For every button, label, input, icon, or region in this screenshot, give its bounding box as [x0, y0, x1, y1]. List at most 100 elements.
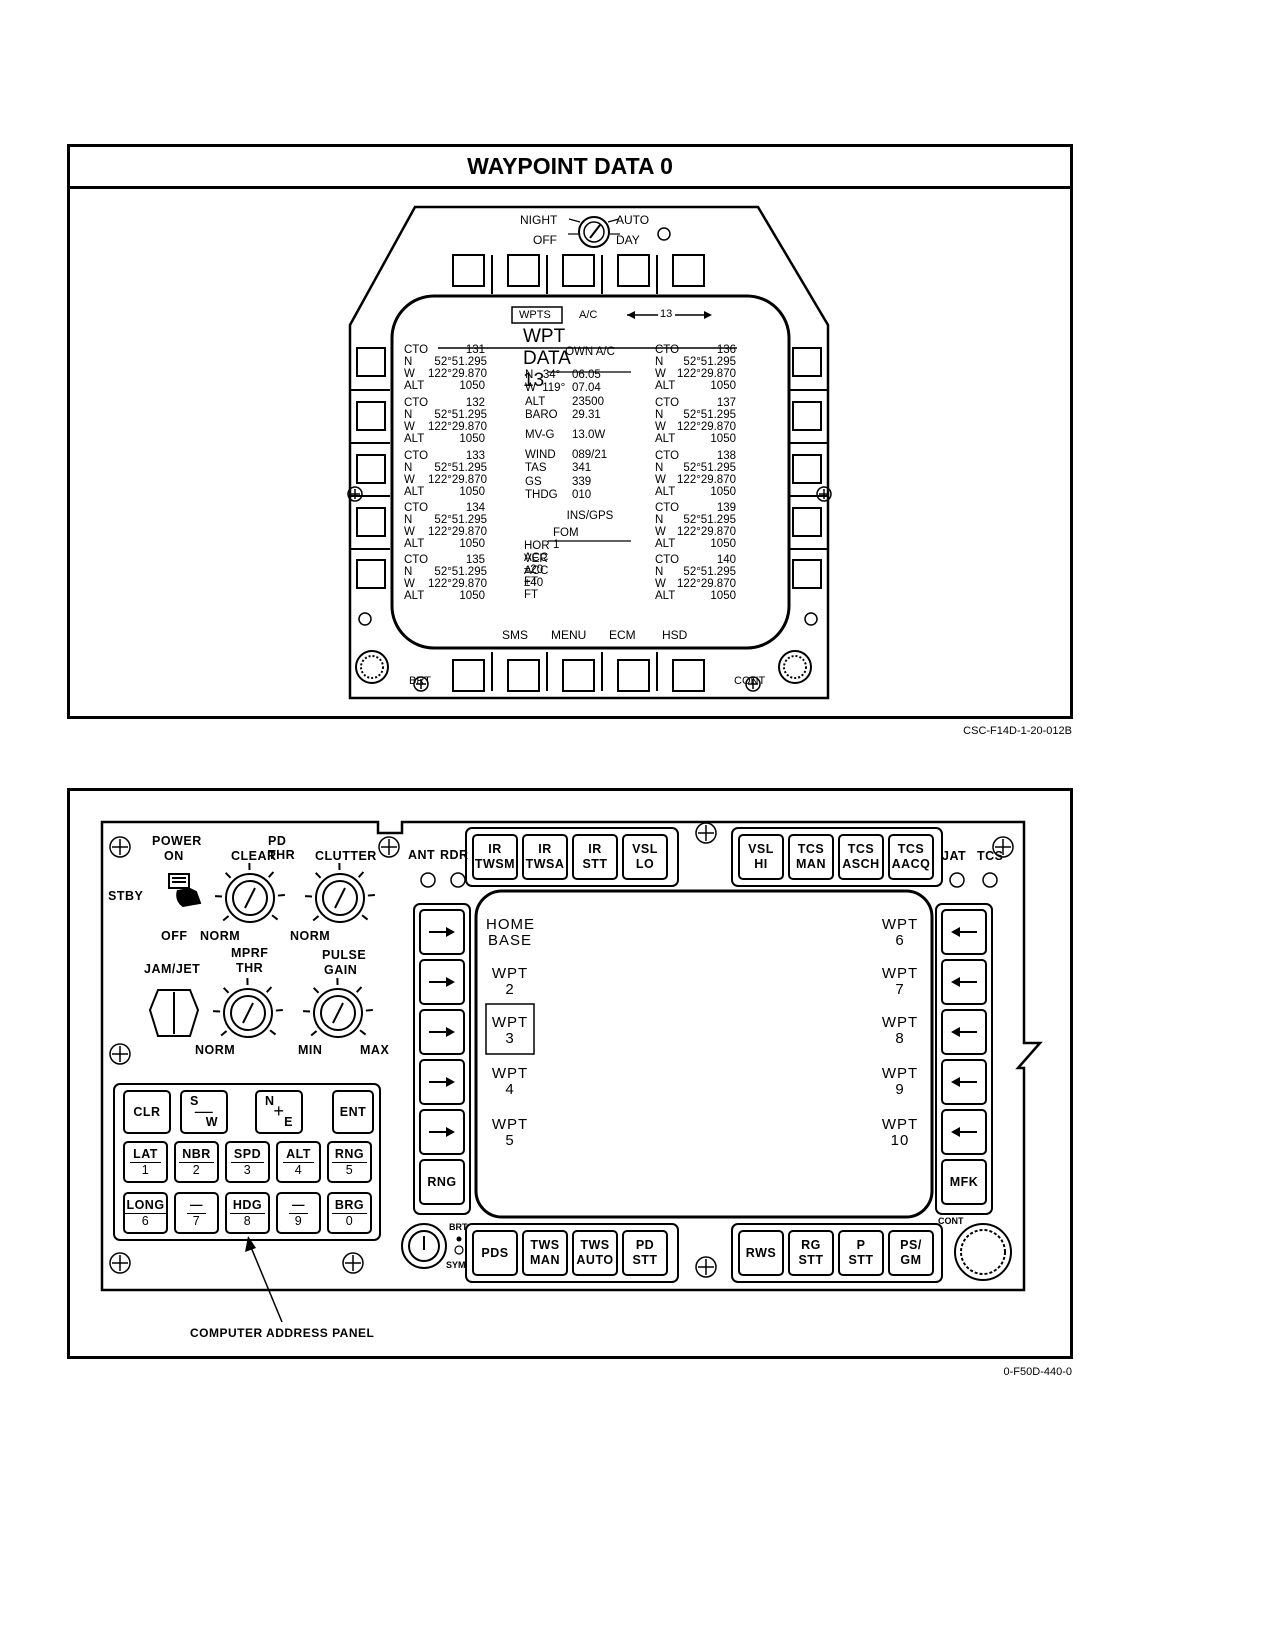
bottom-button-rws[interactable]: RWS — [738, 1230, 784, 1276]
keypad-key-label: NBR — [179, 1147, 214, 1163]
keypad-ent[interactable]: ENT — [332, 1090, 374, 1134]
right-waypoint-longitude: 122°29.870 — [677, 526, 736, 538]
keypad-clr-text: CLR — [133, 1104, 161, 1119]
left-waypoint-n-label: N — [404, 462, 413, 474]
keypad-ne[interactable]: N+E — [255, 1090, 303, 1134]
right-arrow-button-1[interactable] — [941, 909, 987, 955]
bottom-button-ps-gm[interactable]: PS/GM — [888, 1230, 934, 1276]
left-waypoint-altitude: 1050 — [459, 590, 485, 602]
mode-knob-icon — [578, 216, 610, 248]
screen-title: WPT DATA 13 — [523, 326, 570, 391]
right-arrow-button-4[interactable] — [941, 1059, 987, 1105]
keypad-key-label: BRG — [331, 1198, 368, 1214]
own-ac-value: 06.05 — [572, 369, 601, 381]
rng-button[interactable]: RNG — [419, 1159, 465, 1205]
radar-control-panel — [100, 820, 1043, 1323]
right-arrow-button-3[interactable] — [941, 1009, 987, 1055]
callout-label: COMPUTER ADDRESS PANEL — [190, 1326, 375, 1340]
bottom-label-hsd[interactable]: HSD — [662, 628, 688, 642]
keypad-sw[interactable]: S—W — [180, 1090, 228, 1134]
bottom-button-pds[interactable]: PDS — [472, 1230, 518, 1276]
left-arrow-button-5[interactable] — [419, 1109, 465, 1155]
bottom-pushbuttons — [452, 652, 705, 692]
pulse-label: PULSE — [322, 948, 367, 962]
screw-icons — [347, 486, 832, 692]
bottom-label-ecm[interactable]: ECM — [609, 628, 636, 642]
mfk-button[interactable]: MFK — [941, 1159, 987, 1205]
keypad-key-7[interactable]: —7 — [174, 1192, 219, 1234]
keypad-key-9[interactable]: —9 — [276, 1192, 321, 1234]
wpts-label[interactable]: WPTS — [519, 309, 551, 321]
right-arrow-icon — [429, 1127, 455, 1137]
top-button-vsl-lo-text: LO — [635, 857, 655, 871]
left-waypoint-longitude: 122°29.870 — [428, 368, 487, 380]
screen-legend-text: 9 — [895, 1080, 905, 1098]
keypad-clr[interactable]: CLR — [123, 1090, 171, 1134]
right-arrow-button-5[interactable] — [941, 1109, 987, 1155]
keypad-key-label: ALT — [283, 1147, 314, 1163]
left-arrow-button-4[interactable] — [419, 1059, 465, 1105]
bottom-label-sms[interactable]: SMS — [502, 628, 529, 642]
screen-legend-text: WPT — [491, 1065, 529, 1082]
left-waypoint-waypoint-id: 133 — [465, 450, 485, 462]
left-waypoint-cto-label: CTO — [404, 397, 429, 409]
bottom-label-menu[interactable]: MENU — [551, 628, 587, 642]
ant-label: ANT — [408, 848, 436, 862]
left-arrow-button-2[interactable] — [419, 959, 465, 1005]
keypad-key-digit: 5 — [345, 1162, 354, 1177]
brt-label: BRT — [449, 1222, 468, 1232]
right-waypoint-waypoint-id: 138 — [716, 450, 736, 462]
jam-jet-knob-icon — [148, 989, 200, 1037]
screen-legend-text: 6 — [895, 931, 905, 949]
keypad-key-digit: 3 — [243, 1162, 252, 1177]
jamjet-label: JAM/JET — [144, 962, 201, 976]
stby-label: STBY — [108, 889, 144, 903]
figure2-frame — [67, 788, 1073, 1359]
figure1-frame — [67, 144, 1073, 719]
norm-label: NORM — [290, 929, 331, 943]
keypad-upper-text: N — [265, 1094, 275, 1108]
left-waypoint-n-label: N — [404, 514, 413, 526]
bottom-button-rg-stt-text: RG — [801, 1238, 821, 1252]
keypad-key-label: RNG — [331, 1147, 368, 1163]
bottom-button-tws-auto-text: AUTO — [576, 1253, 614, 1267]
top-button-ir-twsm-text: IR — [488, 842, 502, 856]
left-waypoint-alt-label: ALT — [404, 380, 425, 392]
right-arrow-icon — [429, 927, 455, 937]
right-arrow-button-2[interactable] — [941, 959, 987, 1005]
left-arrow-button-1[interactable] — [419, 909, 465, 955]
left-waypoint-n-label: N — [404, 566, 413, 578]
min-label: MIN — [298, 1043, 323, 1057]
right-waypoint-n-label: N — [655, 409, 664, 421]
top-button-tcs-aacq-text: AACQ — [891, 857, 931, 871]
mfd-screen — [390, 294, 791, 650]
top-pushbuttons — [452, 254, 705, 294]
indicator-light-icon — [657, 227, 671, 241]
top-button-vsl-hi-text: HI — [754, 857, 768, 871]
right-arrow-icon — [704, 311, 712, 319]
left-arrow-button-3[interactable] — [419, 1009, 465, 1055]
right-waypoint-w-label: W — [655, 578, 666, 590]
